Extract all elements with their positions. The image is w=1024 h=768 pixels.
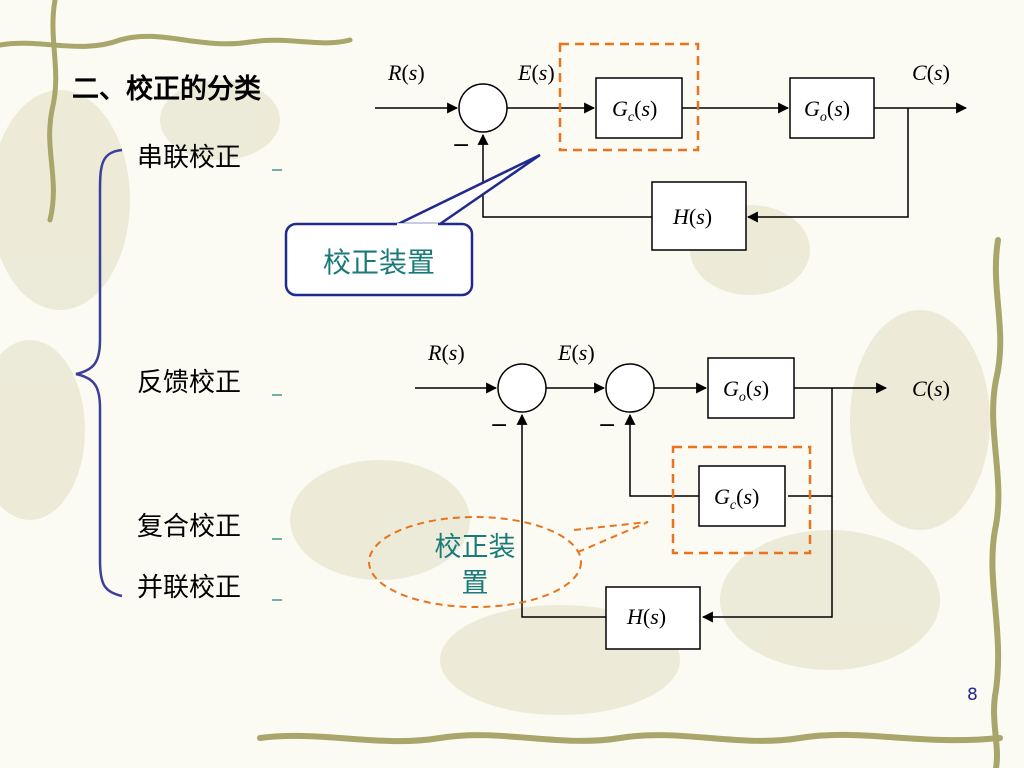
feedback-gc-block — [698, 465, 786, 527]
feedback-inner-minus: − — [598, 413, 616, 438]
feedback-callout: 校正装 置 — [368, 516, 649, 608]
series-h-label: H(s) — [672, 204, 712, 229]
feedback-outer-minus: − — [490, 413, 508, 438]
feedback-gc-label: Gc(s) — [714, 484, 759, 513]
feedback-output-label: C(s) — [912, 376, 950, 401]
series-compensator-outline — [558, 42, 700, 152]
feedback-go-label: Go(s) — [723, 376, 769, 405]
page-heading: 二、校正的分类 — [72, 73, 261, 105]
vine-top — [0, 33, 353, 49]
category-compound-label: 复合校正 — [137, 512, 241, 542]
feedback-callout-ellipse — [368, 516, 582, 608]
feedback-inner-junction — [605, 363, 655, 413]
feedback-h-label: H(s) — [626, 604, 666, 629]
series-callout-box — [284, 222, 474, 297]
feedback-compensation-diagram — [415, 357, 888, 650]
feedback-callout-line1: 校正装 — [435, 532, 516, 563]
series-go-block — [789, 77, 875, 139]
category-feedback-label: 反馈校正 — [137, 368, 241, 398]
series-callout: 校正装置 — [284, 153, 541, 297]
category-parallel: 并联校正 — [137, 573, 282, 603]
feedback-h-block — [605, 586, 701, 650]
vine-left — [47, 0, 59, 223]
series-error-label: E(s) — [517, 60, 555, 85]
series-go-label: Go(s) — [804, 96, 850, 125]
feedback-go-block — [707, 357, 795, 419]
series-summing-junction — [458, 83, 508, 133]
series-output-label: C(s) — [912, 60, 950, 85]
feedback-input-label: R(s) — [427, 340, 465, 365]
series-callout-text: 校正装置 — [323, 246, 435, 279]
series-h-block — [651, 181, 747, 251]
series-minus-sign: − — [452, 133, 470, 158]
vine-bottom — [257, 731, 1003, 745]
category-series: 串联校正 — [137, 143, 282, 173]
series-gc-label: Gc(s) — [612, 96, 657, 125]
feedback-outer-junction — [497, 363, 547, 413]
feedback-compensator-outline — [671, 445, 812, 555]
category-compound: 复合校正 — [137, 512, 282, 542]
feedback-callout-line2: 置 — [462, 568, 489, 599]
feedback-error-label: E(s) — [557, 340, 595, 365]
page-number: 8 — [967, 685, 978, 705]
series-input-label: R(s) — [387, 60, 425, 85]
series-gc-block — [595, 77, 683, 139]
category-parallel-label: 并联校正 — [137, 573, 241, 603]
series-compensation-diagram — [375, 42, 968, 251]
classification-brace — [75, 148, 123, 598]
category-feedback: 反馈校正 — [137, 368, 282, 398]
category-series-label: 串联校正 — [137, 143, 241, 173]
vine-right — [989, 237, 1004, 768]
